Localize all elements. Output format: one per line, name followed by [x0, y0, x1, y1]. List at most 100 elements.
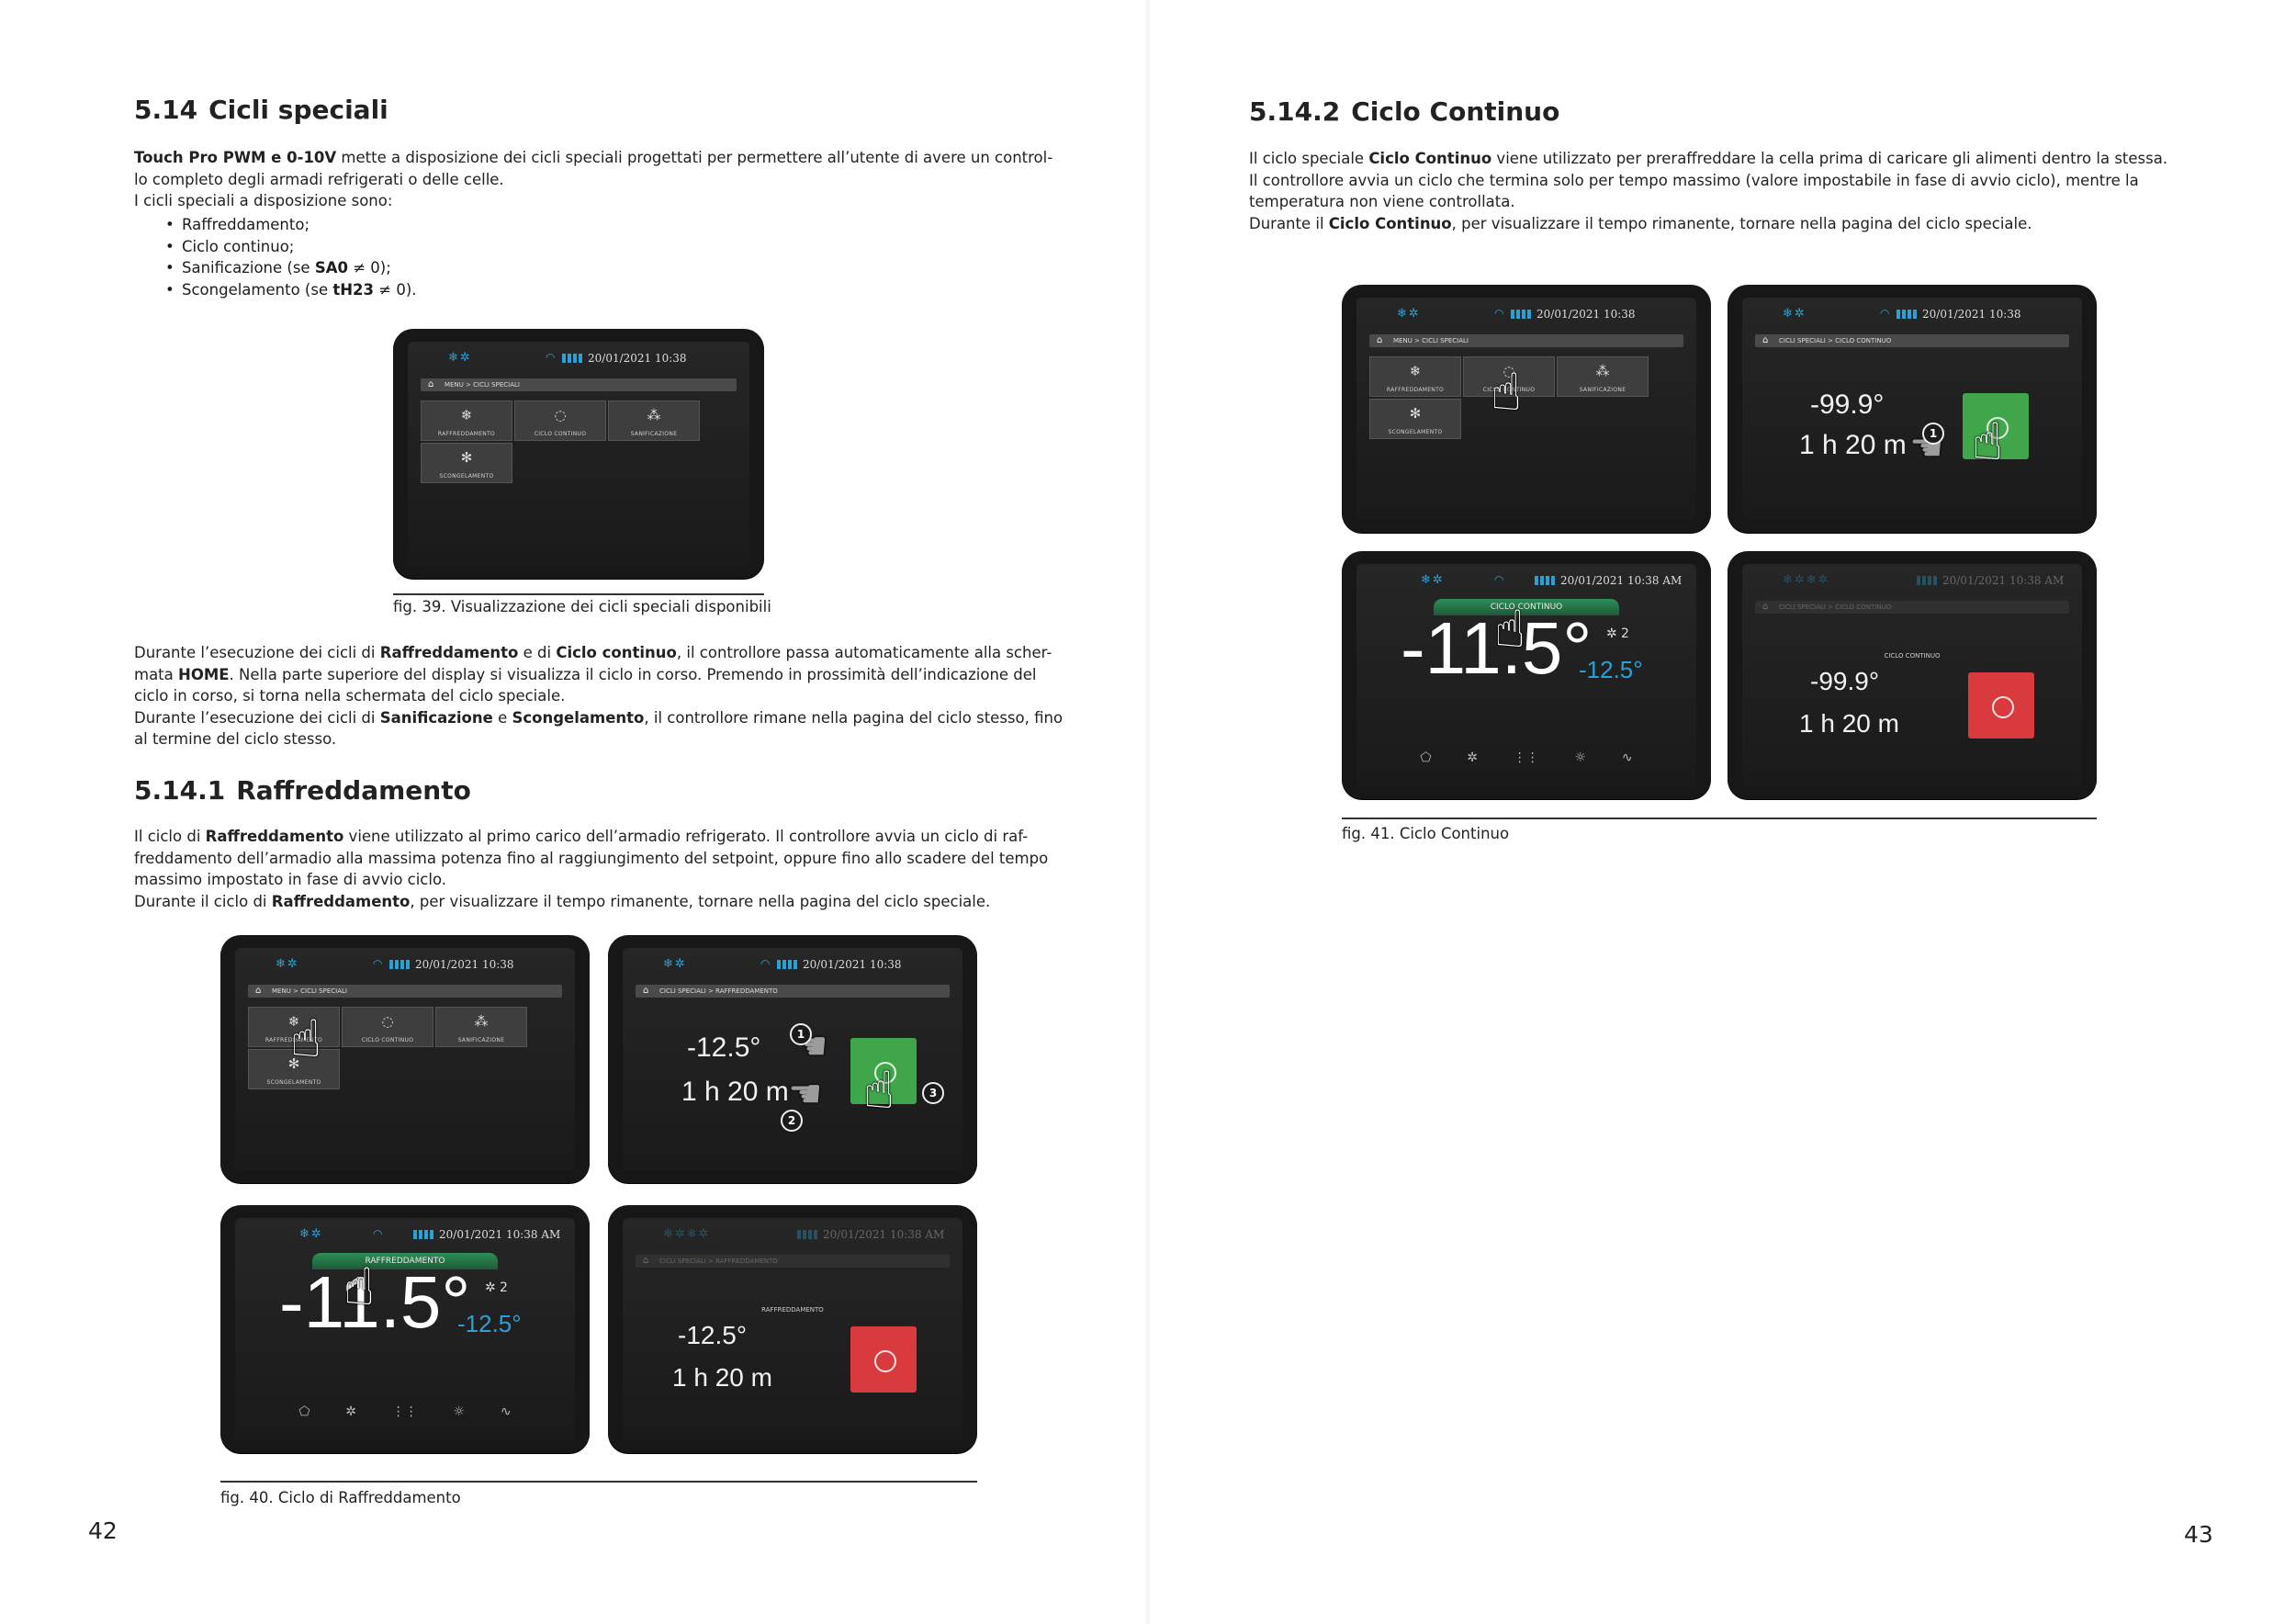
home-icon[interactable]: ⌂: [643, 1256, 649, 1266]
wifi-icon: ◠: [373, 1227, 383, 1240]
defrost-icon: ✻: [1409, 405, 1422, 422]
battery-icon: [777, 960, 797, 969]
start-button[interactable]: [1963, 393, 2029, 459]
tile-scongelamento[interactable]: ✻SCONGELAMENTO: [1369, 399, 1461, 439]
tile-sanificazione[interactable]: ⁂SANIFICAZIONE: [1557, 356, 1649, 397]
status-date: 20/01/2021 10:38: [588, 352, 687, 365]
fig40-caption: fig. 40. Ciclo di Raffreddamento: [220, 1489, 461, 1506]
wifi-icon: ◠: [1880, 307, 1890, 320]
sanitize-icon: ⁂: [1595, 363, 1610, 379]
raffreddamento-paragraph: Il ciclo di Raffreddamento viene utilizz…: [134, 828, 1049, 910]
step-badge-1: 1: [1922, 423, 1944, 445]
fig41-caption: fig. 41. Ciclo Continuo: [1342, 825, 1510, 842]
snowflake-fan-icon: ❄✲: [1421, 573, 1445, 587]
battery-icon: [413, 1230, 433, 1239]
battery-icon: [1896, 310, 1917, 319]
home-icon[interactable]: ⌂: [255, 986, 262, 996]
status-date: 20/01/2021 10:38 AM: [823, 1228, 945, 1241]
tile-raffreddamento[interactable]: ❄RAFFREDDAMENTO: [421, 400, 512, 441]
cycle-title: RAFFREDDAMENTO: [761, 1306, 824, 1314]
fan-count: 2: [1621, 626, 1629, 641]
setpoint-value[interactable]: -12.5°: [687, 1032, 761, 1063]
fig39-caption: fig. 39. Visualizzazione dei cicli speci…: [393, 598, 771, 615]
tile-ciclo-continuo[interactable]: ◌CICLO CONTINUO: [342, 1007, 433, 1047]
grid-menu-icon[interactable]: ⋮⋮: [391, 1404, 418, 1419]
caption-rule: [1342, 818, 2097, 819]
tile-scongelamento[interactable]: ✻SCONGELAMENTO: [421, 443, 512, 483]
fan-count: 2: [500, 1280, 508, 1295]
status-date: 20/01/2021 10:38 AM: [439, 1228, 561, 1241]
tile-ciclo-continuo[interactable]: ◌CICLO CONTINUO: [1463, 356, 1555, 397]
wifi-icon: ◠: [1494, 307, 1504, 320]
cycle-in-progress-bar[interactable]: RAFFREDDAMENTO: [312, 1253, 498, 1269]
ciclo-continuo-paragraph: Il ciclo speciale Ciclo Continuo viene u…: [1249, 150, 2168, 232]
tile-raffreddamento[interactable]: ❄RAFFREDDAMENTO: [1369, 356, 1461, 397]
fan-icon[interactable]: ✲: [1467, 750, 1479, 765]
graph-icon[interactable]: ∿: [1621, 750, 1633, 765]
hand-pointer-icon: ☝: [343, 1257, 376, 1317]
fig40-panel-timer: ❄✲ ◠ 20/01/2021 10:38 ⌂CICLI SPECIALI > …: [608, 935, 977, 1183]
step-badge-1: 1: [790, 1023, 812, 1045]
home-icon[interactable]: ⌂: [1762, 335, 1769, 345]
book-gutter: [1145, 0, 1151, 1624]
home-icon[interactable]: ⌂: [1377, 335, 1383, 345]
setpoint-value: -99.9°: [1810, 389, 1885, 420]
timer-value[interactable]: 1 h 20 m: [1799, 430, 1907, 460]
timer-value[interactable]: 1 h 20 m: [681, 1077, 789, 1107]
hand-pointer-icon: ☝: [290, 1009, 322, 1069]
graph-icon[interactable]: ∿: [500, 1404, 512, 1419]
status-date: 20/01/2021 10:38: [415, 958, 514, 971]
current-temperature: -11.5°: [1401, 607, 1593, 689]
cycle-icon: ◌: [1503, 363, 1515, 379]
fan-icon: ✲: [1606, 626, 1617, 641]
list-item: Raffreddamento;: [154, 214, 705, 236]
caption-rule: [220, 1481, 977, 1483]
status-date: 20/01/2021 10:38: [1536, 308, 1636, 321]
fig40-panel-home: ❄✲ ◠ 20/01/2021 10:38 AM RAFFREDDAMENTO …: [220, 1205, 590, 1453]
tile-ciclo-continuo[interactable]: ◌CICLO CONTINUO: [514, 400, 606, 441]
home-icon[interactable]: ⌂: [1762, 602, 1769, 612]
home-icon[interactable]: ⌂: [428, 379, 434, 389]
wifi-icon: ◠: [373, 957, 383, 970]
leaf-icon[interactable]: ⬠: [1420, 750, 1432, 765]
tile-sanificazione[interactable]: ⁂SANIFICAZIONE: [608, 400, 700, 441]
fig41-panel-menu: ❄✲ ◠ 20/01/2021 10:38 ⌂MENU > CICLI SPEC…: [1342, 285, 1711, 533]
home-icon[interactable]: ⌂: [643, 986, 649, 996]
battery-icon: [1917, 576, 1937, 585]
leaf-icon[interactable]: ⬠: [298, 1404, 310, 1419]
breadcrumb: ⌂CICLI SPECIALI > RAFFREDDAMENTO: [636, 985, 950, 998]
status-icons: ❄✲❄✲: [1783, 573, 1830, 587]
wifi-icon: ◠: [760, 957, 771, 970]
light-icon[interactable]: ☼: [1574, 750, 1587, 765]
intro-paragraph: Touch Pro PWM e 0-10V mette a disposizio…: [134, 149, 1053, 209]
setpoint-value: -12.5°: [678, 1321, 748, 1349]
tile-raffreddamento[interactable]: ❄RAFFREDDAMENTO: [248, 1007, 340, 1047]
fan-icon: ✲: [485, 1280, 496, 1295]
battery-icon: [562, 354, 582, 363]
breadcrumb: ⌂MENU > CICLI SPECIALI: [1369, 334, 1683, 347]
tile-sanificazione[interactable]: ⁂SANIFICAZIONE: [435, 1007, 527, 1047]
fig41-panel-timer: ❄✲ ◠ 20/01/2021 10:38 ⌂CICLI SPECIALI > …: [1728, 285, 2097, 533]
fan-icon[interactable]: ✲: [345, 1404, 357, 1419]
light-icon[interactable]: ☼: [453, 1404, 466, 1419]
snowflake-icon: ❄: [287, 1013, 300, 1030]
start-button[interactable]: [850, 1038, 917, 1104]
bottom-toolbar: ⬠ ✲ ⋮⋮ ☼ ∿: [1402, 744, 1650, 772]
stop-button[interactable]: [850, 1326, 917, 1393]
fig41-panel-running: ❄✲❄✲ 20/01/2021 10:38 AM ⌂CICLI SPECIALI…: [1728, 551, 2097, 799]
cycle-in-progress-bar[interactable]: CICLO CONTINUO: [1434, 599, 1619, 615]
defrost-icon: ✻: [460, 449, 473, 466]
caption-rule: [393, 593, 764, 595]
hand-pointer-icon: ☚: [788, 1071, 823, 1116]
stop-button[interactable]: [1968, 672, 2034, 739]
breadcrumb: ⌂MENU > CICLI SPECIALI: [421, 378, 737, 391]
grid-menu-icon[interactable]: ⋮⋮: [1513, 750, 1539, 765]
list-item: Scongelamento (se tH23 ≠ 0).: [154, 279, 705, 301]
status-date: 20/01/2021 10:38: [803, 958, 902, 971]
fig40-panel-running: ❄✲❄✲ 20/01/2021 10:38 AM ⌂CICLI SPECIALI…: [608, 1205, 977, 1453]
hand-pointer-icon: ☝: [1494, 600, 1526, 660]
tile-scongelamento[interactable]: ✻SCONGELAMENTO: [248, 1049, 340, 1089]
